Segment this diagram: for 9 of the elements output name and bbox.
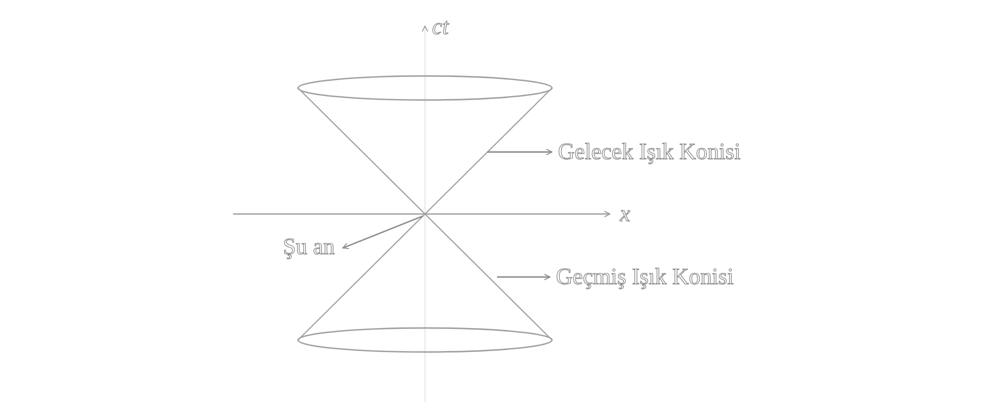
- light-cone-drawing: [297, 75, 553, 214]
- callout-label: Gelecek Işık Konisi: [558, 139, 741, 165]
- leader-arrow: [342, 215, 424, 249]
- leader-arrow: [487, 148, 552, 156]
- axis-label: x: [620, 201, 630, 227]
- leader-arrow: [497, 274, 550, 280]
- callout-label: Geçmiş Işık Konisi: [556, 264, 734, 290]
- callout-label: Şu an: [283, 234, 335, 260]
- axis-label: ct: [432, 14, 449, 40]
